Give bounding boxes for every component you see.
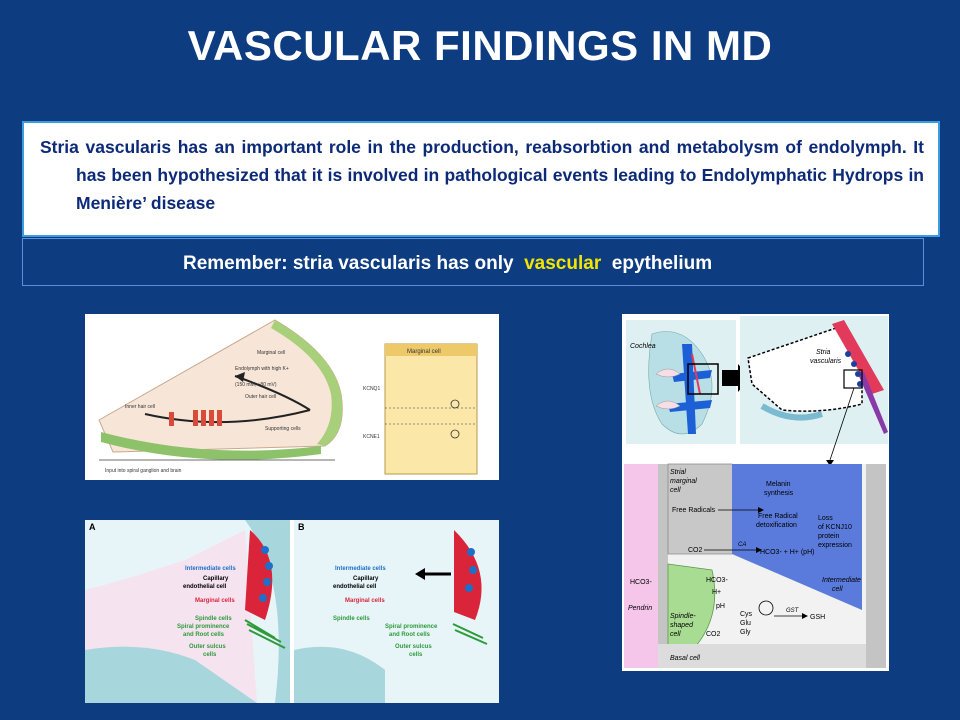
hco3-label: HCO3-	[706, 577, 728, 584]
outer-sulcus-label-b: Outer sulcus	[395, 644, 432, 650]
h-plus-label: H+	[712, 589, 721, 596]
stria-mechanism-figure: Cochlea Stria vascularis Strial marginal…	[622, 314, 889, 671]
remember-highlight: vascular	[524, 253, 602, 274]
melanin-label: Melanin	[766, 481, 791, 488]
vascularis-label: vascularis	[810, 358, 842, 365]
spiral-prominence-label-b: Spiral prominence	[385, 624, 438, 630]
root-cells-label-b: and Root cells	[389, 632, 431, 638]
detoxification-label: detoxification	[756, 522, 797, 529]
remember-prefix: Remember: stria vascularis has only	[183, 253, 514, 274]
description-box: Stria vascularis has an important role i…	[22, 121, 940, 237]
description-text: Stria vascularis has an important role i…	[40, 137, 924, 213]
remember-box: Remember: stria vascularis has only vasc…	[22, 238, 924, 286]
cochlear-duct-diagram: Marginal cell Endolymph with high K+ (15…	[98, 319, 478, 475]
expression-label: expression	[818, 542, 852, 549]
gly-label: Gly	[740, 629, 751, 636]
synthesis-label: synthesis	[764, 490, 794, 497]
intermediate-cells-label-a: Intermediate cells	[185, 566, 236, 572]
marginal-cells-label-a: Marginal cells	[195, 598, 235, 604]
intermediate-cells-label-b: Intermediate cells	[335, 566, 386, 572]
spindle-label: Spindle-	[670, 613, 696, 620]
panel-a-label: A	[89, 522, 96, 532]
marginal-cells-label-b: Marginal cells	[345, 598, 385, 604]
hco3-h-label: HCO3- + H+ (pH)	[760, 549, 814, 556]
remember-text: Remember: stria vascularis has only vasc…	[183, 253, 712, 275]
root-cells-label-a: and Root cells	[183, 632, 225, 638]
ca-label: CA	[738, 542, 746, 548]
spindle-cells-label-b: Spindle cells	[333, 616, 370, 622]
stria-cells-figure: A B Intermediate cells Capillary endothe…	[85, 520, 499, 703]
gsh-label: GSH	[810, 614, 825, 621]
endothelial-label-b: endothelial cell	[333, 584, 377, 590]
gst-label: GST	[786, 608, 800, 614]
endolymph-label: Endolymph with high K+	[235, 366, 289, 372]
stria-cells-diagram: A B Intermediate cells Capillary endothe…	[85, 520, 499, 703]
basal-cell-label: Basal cell	[670, 655, 700, 662]
endolymph-concentration: (150 mM, +80 mV)	[235, 382, 277, 388]
panel-b-label: B	[298, 522, 305, 532]
inset-title: Marginal cell	[407, 349, 441, 355]
supporting-cells-label: Supporting cells	[265, 426, 301, 432]
loss-label: Loss	[818, 515, 833, 522]
intermediate-label: Intermediate	[822, 577, 861, 584]
co2-label: CO2	[688, 547, 703, 554]
stria-mechanism-diagram: Cochlea Stria vascularis Strial marginal…	[622, 314, 889, 671]
strial-label: Strial	[670, 469, 686, 476]
capillary-label-b: Capillary	[353, 576, 379, 582]
cys-label: Cys	[740, 611, 753, 618]
endothelial-label-a: endothelial cell	[183, 584, 227, 590]
cochlea-label: Cochlea	[630, 343, 656, 350]
intermediate-cell-label: cell	[832, 586, 843, 593]
co2-b-label: CO2	[706, 631, 721, 638]
hco3-left-label: HCO3-	[630, 579, 652, 586]
pendrin-label: Pendrin	[628, 605, 652, 612]
free-radical-label: Free Radical	[758, 513, 798, 520]
slide-title: VASCULAR FINDINGS IN MD	[187, 22, 773, 69]
strial-cell-label: cell	[670, 487, 681, 494]
ph-label: pH	[716, 603, 725, 610]
outer-sulcus-cells-label-b: cells	[409, 652, 423, 658]
outer-sulcus-cells-label-a: cells	[203, 652, 217, 658]
shaped-label: shaped	[670, 622, 694, 629]
outer-sulcus-label-a: Outer sulcus	[189, 644, 226, 650]
capillary-label-a: Capillary	[203, 576, 229, 582]
spiral-ganglion-label: Input into spiral ganglion and brain	[105, 468, 182, 474]
strial-marginal-label: marginal	[670, 478, 697, 485]
kcne1-label: KCNE1	[363, 434, 380, 440]
spiral-prominence-label-a: Spiral prominence	[177, 624, 230, 630]
protein-label: protein	[818, 533, 840, 540]
kcnq1-label: KCNQ1	[363, 386, 380, 392]
spindle-cells-label-a: Spindle cells	[195, 616, 232, 622]
outer-hair-label: Outer hair cell	[245, 394, 276, 400]
free-radicals-label: Free Radicals	[672, 507, 716, 514]
remember-suffix: epythelium	[611, 253, 713, 274]
glu-label: Glu	[740, 620, 751, 627]
inner-hair-label: Inner hair cell	[125, 404, 155, 410]
cochlear-duct-figure: Marginal cell Endolymph with high K+ (15…	[85, 314, 499, 480]
kcnj10-label: of KCNJ10	[818, 524, 852, 531]
marginal-cell-label: Marginal cell	[257, 350, 285, 356]
spindle-cell-label: cell	[670, 631, 681, 638]
stria-label: Stria	[816, 349, 831, 356]
